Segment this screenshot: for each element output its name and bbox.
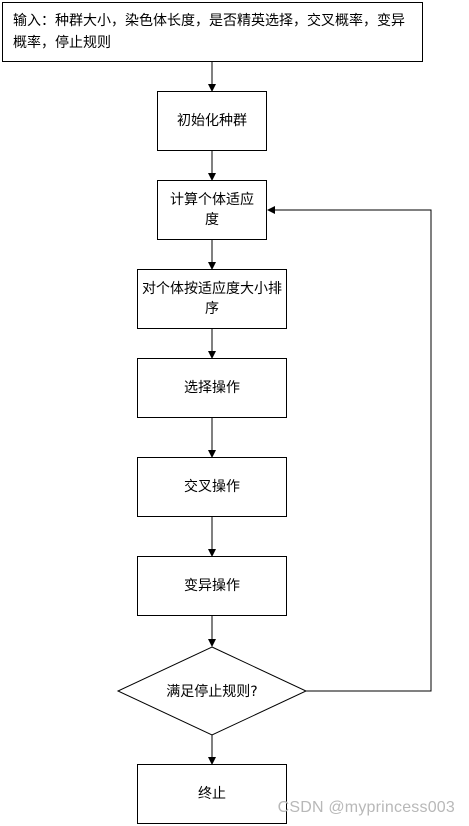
sort-by-fitness-text: 对个体按适应度大小排序: [142, 281, 282, 317]
input-parameters-text: 输入：种群大小，染色体长度，是否精英选择，交叉概率，变异概率，停止规则: [13, 13, 405, 51]
crossover-box: 交叉操作: [137, 457, 287, 517]
init-population-text: 初始化种群: [177, 113, 247, 129]
mutation-box: 变异操作: [137, 556, 287, 616]
loop-back-arrow: [267, 206, 432, 692]
compute-fitness-text: 计算个体适应度: [170, 192, 254, 228]
sort-by-fitness-box: 对个体按适应度大小排序: [137, 269, 287, 329]
compute-fitness-box: 计算个体适应度: [157, 180, 267, 240]
selection-box: 选择操作: [137, 358, 287, 418]
terminate-box: 终止: [137, 764, 287, 824]
mutation-text: 变异操作: [184, 578, 240, 594]
watermark-text: CSDN @myprincess003: [277, 799, 455, 816]
input-parameters-box: 输入：种群大小，染色体长度，是否精英选择，交叉概率，变异概率，停止规则: [2, 2, 423, 62]
decision-text: 满足停止规则?: [166, 684, 258, 700]
selection-text: 选择操作: [184, 380, 240, 396]
init-population-box: 初始化种群: [157, 91, 267, 151]
terminate-text: 终止: [198, 786, 226, 802]
crossover-text: 交叉操作: [184, 479, 240, 495]
